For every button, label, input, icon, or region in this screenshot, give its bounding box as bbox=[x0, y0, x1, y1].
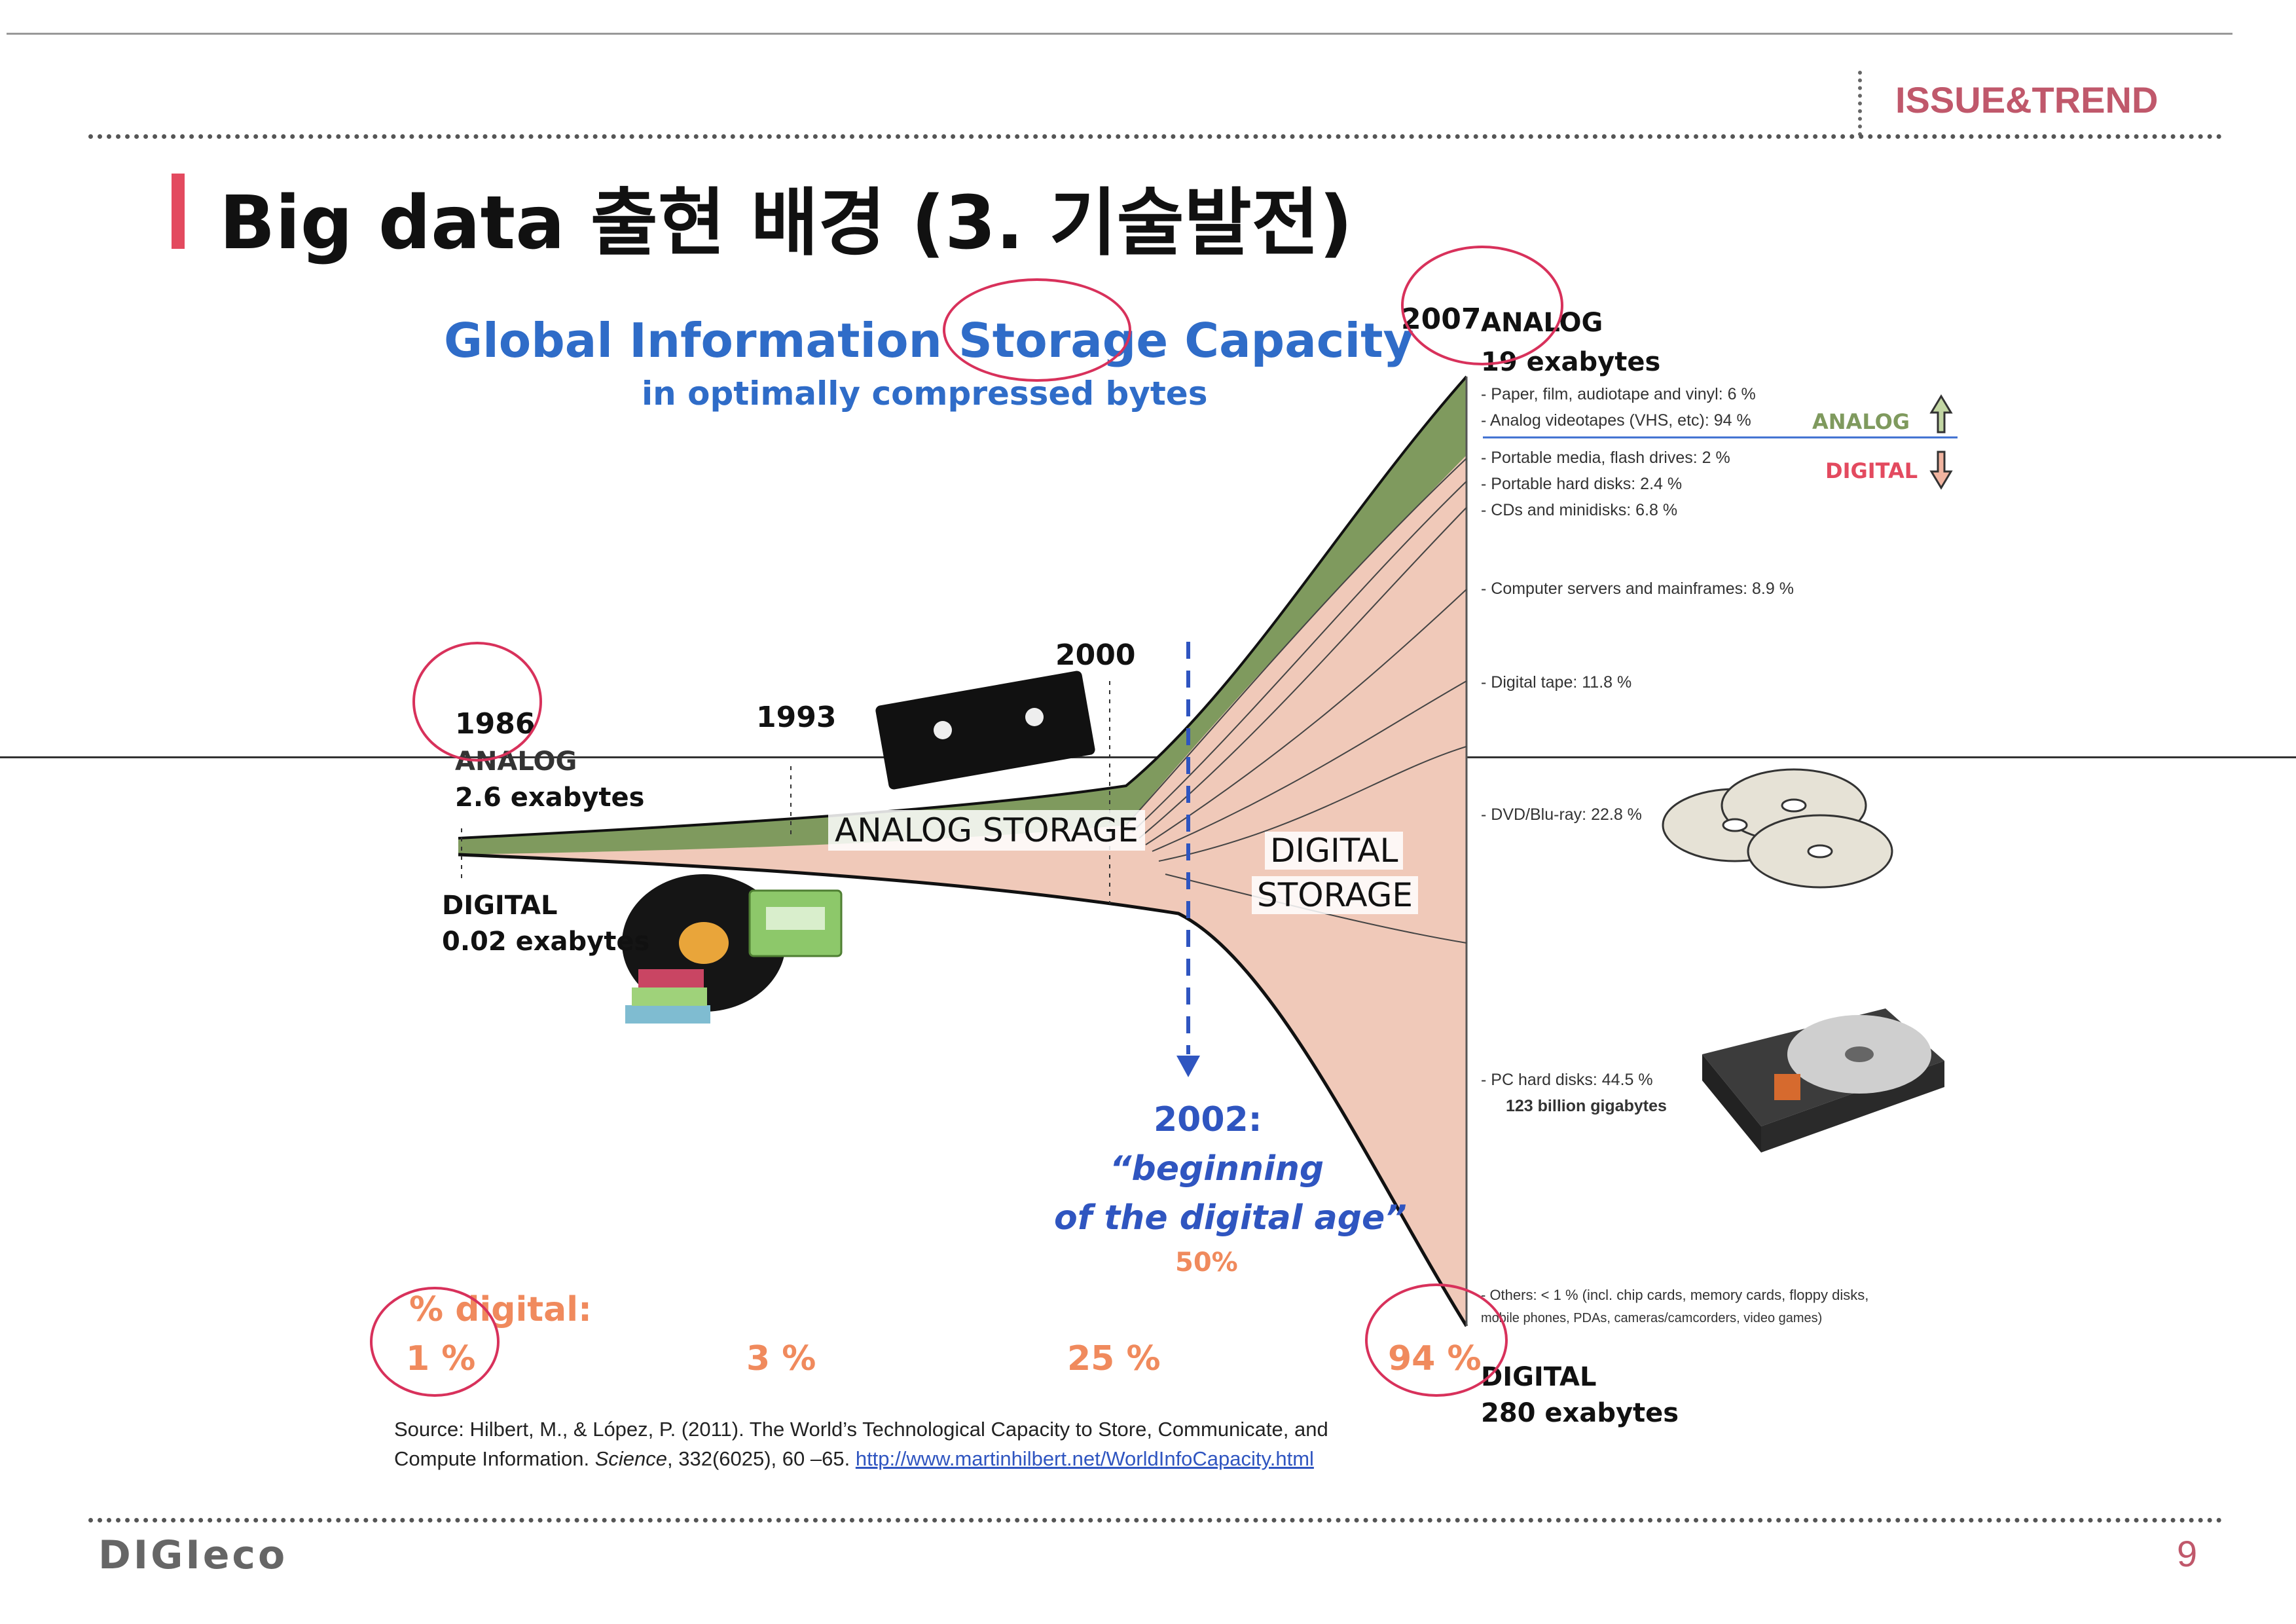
note-cds-minidisks: - CDs and minidisks: 6.8 % bbox=[1481, 501, 1678, 519]
source-line2-pre: Compute Information. bbox=[394, 1447, 595, 1470]
audio-cassette-image bbox=[748, 889, 843, 957]
cd-discs-image bbox=[1662, 768, 1893, 889]
year-2000-label: 2000 bbox=[1055, 638, 1136, 672]
digital-age-line1: “beginning bbox=[1110, 1149, 1324, 1189]
analog-storage-label: ANALOG STORAGE bbox=[828, 810, 1145, 851]
note-digital-tape: - Digital tape: 11.8 % bbox=[1481, 673, 1632, 692]
handwritten-circle-1986 bbox=[412, 642, 542, 762]
pct-value-2000: 25 % bbox=[1067, 1339, 1161, 1378]
note-dvd-bluray: - DVD/Blu-ray: 22.8 % bbox=[1481, 805, 1642, 824]
chart-subtitle: in optimally compressed bytes bbox=[642, 375, 1208, 413]
page-title: Big data 출현 배경 (3. 기술발전) bbox=[219, 181, 1353, 266]
note-paper-film: - Paper, film, audiotape and vinyl: 6 % bbox=[1481, 385, 1756, 403]
source-line1: Source: Hilbert, M., & López, P. (2011).… bbox=[394, 1418, 1328, 1441]
footer-dotted-rule bbox=[88, 1518, 2223, 1522]
note-others-detail: mobile phones, PDAs, cameras/camcorders,… bbox=[1481, 1311, 1823, 1325]
digital-age-line2: of the digital age” bbox=[1054, 1198, 1407, 1238]
header-dotted-rule bbox=[88, 134, 2223, 139]
digital-sub-bands bbox=[1125, 458, 1467, 944]
handwritten-circle-2007 bbox=[1401, 246, 1563, 365]
title-accent-bar bbox=[172, 174, 185, 249]
start-digital-label: DIGITAL bbox=[442, 891, 558, 921]
hard-disk-image bbox=[1702, 1008, 1944, 1153]
section-label: ISSUE&TREND bbox=[1895, 79, 2159, 120]
digital-storage-label-line2: STORAGE bbox=[1252, 876, 1419, 914]
end-digital-value: 280 exabytes bbox=[1481, 1398, 1679, 1428]
source-line2: Compute Information. Science, 332(6025),… bbox=[394, 1447, 1314, 1471]
note-pc-hard-disks: - PC hard disks: 44.5 % bbox=[1481, 1071, 1653, 1089]
handwritten-circle-storage bbox=[943, 278, 1131, 382]
start-digital-value: 0.02 exabytes bbox=[442, 927, 650, 957]
total-upper-boundary bbox=[458, 375, 1468, 840]
note-pc-hard-disks-capacity: 123 billion gigabytes bbox=[1506, 1097, 1667, 1115]
digital-storage-label-line1: DIGITAL bbox=[1265, 832, 1404, 870]
digital-down-arrow-icon bbox=[1929, 451, 1953, 490]
handwritten-circle-1pct bbox=[370, 1287, 500, 1397]
analog-marker: ANALOG bbox=[1812, 409, 1910, 434]
note-others: - Others: < 1 % (incl. chip cards, memor… bbox=[1481, 1287, 1869, 1303]
total-lower-boundary bbox=[458, 853, 1468, 1327]
center-guide-line bbox=[0, 756, 2296, 758]
note-portable-hard-disks: - Portable hard disks: 2.4 % bbox=[1481, 475, 1683, 493]
source-link[interactable]: http://www.martinhilbert.net/WorldInfoCa… bbox=[855, 1447, 1314, 1470]
digital-storage-area bbox=[458, 377, 1467, 1326]
start-analog-value: 2.6 exabytes bbox=[455, 783, 645, 813]
source-journal: Science bbox=[594, 1447, 667, 1470]
digital-age-year: 2002: bbox=[1154, 1100, 1262, 1139]
digital-marker: DIGITAL bbox=[1825, 458, 1918, 483]
source-line2-post: , 332(6025), 60 –65. bbox=[667, 1447, 856, 1470]
year-1993-label: 1993 bbox=[756, 701, 837, 734]
note-portable-media: - Portable media, flash drives: 2 % bbox=[1481, 449, 1730, 467]
footer-logo: DIGIeco bbox=[98, 1532, 288, 1578]
vhs-cassette-image bbox=[875, 671, 1095, 790]
analog-up-arrow-icon bbox=[1929, 394, 1953, 434]
note-analog-videotapes: - Analog videotapes (VHS, etc): 94 % bbox=[1481, 411, 1751, 430]
chart-title: Global Information Storage Capacity bbox=[444, 313, 1414, 368]
note-computer-servers: - Computer servers and mainframes: 8.9 % bbox=[1481, 580, 1794, 598]
top-rule bbox=[7, 33, 2232, 35]
end-digital-label: DIGITAL bbox=[1481, 1362, 1597, 1392]
books-image bbox=[625, 969, 710, 1024]
digital-age-percent: 50% bbox=[1175, 1247, 1238, 1278]
header-divider bbox=[1858, 71, 1862, 136]
page-number: 9 bbox=[2177, 1533, 2198, 1574]
digital-age-arrowhead bbox=[1176, 1056, 1200, 1077]
handwritten-circle-94pct bbox=[1365, 1283, 1508, 1397]
pct-value-1993: 3 % bbox=[746, 1339, 816, 1378]
